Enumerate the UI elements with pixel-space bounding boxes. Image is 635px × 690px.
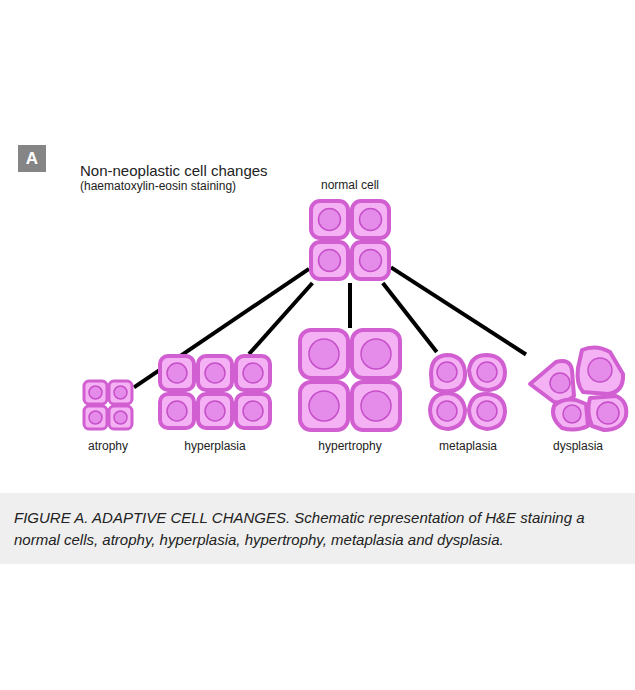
cell-nucleus: [167, 401, 187, 421]
cell-body: [198, 394, 232, 428]
metaplasia-cluster: metaplasia: [427, 352, 509, 432]
cell-body: [311, 242, 348, 279]
cell-body: [84, 381, 107, 404]
cell-nucleus: [588, 358, 612, 382]
cell-body: [588, 396, 626, 430]
cell-nucleus: [361, 391, 391, 421]
cell-nucleus: [309, 339, 339, 369]
cell-nucleus: [167, 363, 187, 383]
cell-drawing: [158, 354, 272, 430]
cell-nucleus: [319, 250, 341, 272]
cell-nucleus: [437, 362, 457, 382]
cell-nucleus: [309, 391, 339, 421]
cell-body: [469, 355, 505, 390]
normal-cell-cluster: normal cell: [309, 199, 391, 283]
cell-label: metaplasia: [439, 439, 497, 453]
cell-nucleus: [89, 386, 102, 399]
branch-line: [391, 267, 526, 354]
cell-label: hypertrophy: [318, 439, 381, 453]
cell-body: [160, 356, 194, 390]
cell-nucleus: [114, 411, 127, 424]
cell-nucleus: [243, 401, 263, 421]
cell-body: [430, 393, 465, 429]
cell-body: [300, 382, 348, 430]
caption-band: [0, 493, 635, 564]
cell-body: [352, 330, 400, 378]
cell-label: dysplasia: [553, 439, 603, 453]
cell-label: atrophy: [88, 439, 128, 453]
branch-line: [348, 283, 352, 328]
cell-body: [160, 394, 194, 428]
cell-nucleus: [89, 411, 102, 424]
cell-body: [431, 355, 465, 391]
cell-nucleus: [205, 401, 225, 421]
cell-nucleus: [550, 373, 570, 393]
diagram-title: Non-neoplastic cell changes: [80, 162, 268, 179]
cell-nucleus: [477, 401, 497, 421]
cell-nucleus: [114, 386, 127, 399]
cell-nucleus: [360, 209, 382, 231]
dysplasia-cluster: dysplasia: [526, 344, 630, 432]
cell-body: [352, 242, 389, 279]
cell-body: [109, 381, 132, 404]
cell-nucleus: [360, 250, 382, 272]
cell-nucleus: [361, 339, 391, 369]
cell-body: [553, 400, 588, 430]
hypertrophy-cluster: hypertrophy: [298, 328, 402, 432]
cell-drawing: [298, 328, 402, 432]
cell-nucleus: [243, 363, 263, 383]
cell-body: [352, 201, 389, 238]
cell-drawing: [427, 352, 509, 432]
cell-nucleus: [563, 405, 581, 423]
atrophy-cluster: atrophy: [82, 379, 134, 431]
cell-nucleus: [205, 363, 225, 383]
cell-label: hyperplasia: [184, 439, 245, 453]
cell-body: [198, 356, 232, 390]
cell-nucleus: [477, 362, 497, 382]
panel-letter: A: [18, 145, 46, 172]
cell-body: [578, 347, 624, 394]
cell-label: normal cell: [321, 178, 379, 192]
cell-nucleus: [597, 402, 619, 424]
cell-body: [236, 356, 270, 390]
cell-body: [300, 330, 348, 378]
panel-letter-box: A: [18, 145, 46, 172]
cell-body: [311, 201, 348, 238]
cell-body: [469, 394, 505, 429]
figure-caption: FIGURE A. ADAPTIVE CELL CHANGES. Schemat…: [14, 507, 626, 551]
cell-drawing: [309, 199, 391, 283]
cell-body: [109, 406, 132, 429]
subtitle-note: (haematoxylin-eosin staining): [80, 179, 236, 193]
cell-body: [84, 406, 107, 429]
cell-body: [236, 394, 270, 428]
cell-nucleus: [319, 209, 341, 231]
hyperplasia-cluster: hyperplasia: [158, 354, 272, 430]
cell-nucleus: [437, 401, 457, 421]
cell-body: [530, 361, 574, 402]
cell-drawing: [82, 379, 134, 431]
cell-body: [352, 382, 400, 430]
cell-drawing: [526, 344, 630, 432]
